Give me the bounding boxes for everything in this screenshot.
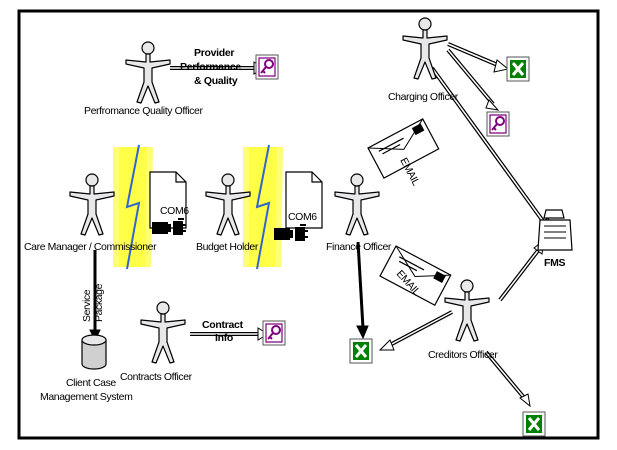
package-label: Package <box>93 283 105 322</box>
provider-label: Provider <box>194 47 234 59</box>
com6-label: COM6 <box>160 205 189 217</box>
access-database-key-icon <box>256 55 278 79</box>
excel-spreadsheet-icon <box>350 339 372 363</box>
excel-spreadsheet-icon <box>507 57 529 81</box>
contract-label: Contract <box>202 319 244 331</box>
management-system-label: Management System <box>40 391 133 403</box>
access-database-key-icon <box>263 321 285 345</box>
info-label: Info <box>215 332 233 344</box>
excel-spreadsheet-icon <box>523 412 545 436</box>
provider-performance-label: Performance <box>180 61 241 73</box>
perf-quality-officer-label: Perfromance Quality Officer <box>84 105 203 117</box>
creditors-officer-label: Creditors Officer <box>428 349 498 361</box>
database-cylinder-icon <box>82 335 106 369</box>
client-case-label: Client Case <box>66 377 116 389</box>
budget-holder-label: Budget Holder <box>196 241 259 253</box>
finance-officer-label: Finance Officer <box>326 241 392 253</box>
provider-quality-label: & Quality <box>194 75 238 87</box>
contracts-officer-label: Contracts Officer <box>120 371 193 383</box>
care-manager-label: Care Manager / Commissioner <box>24 241 157 253</box>
charging-officer-label: Charging Officer <box>388 91 459 103</box>
service-label: Service <box>81 289 93 322</box>
com6-label: COM6 <box>288 211 317 223</box>
access-database-key-icon <box>487 112 509 136</box>
fms-label: FMS <box>544 257 566 269</box>
